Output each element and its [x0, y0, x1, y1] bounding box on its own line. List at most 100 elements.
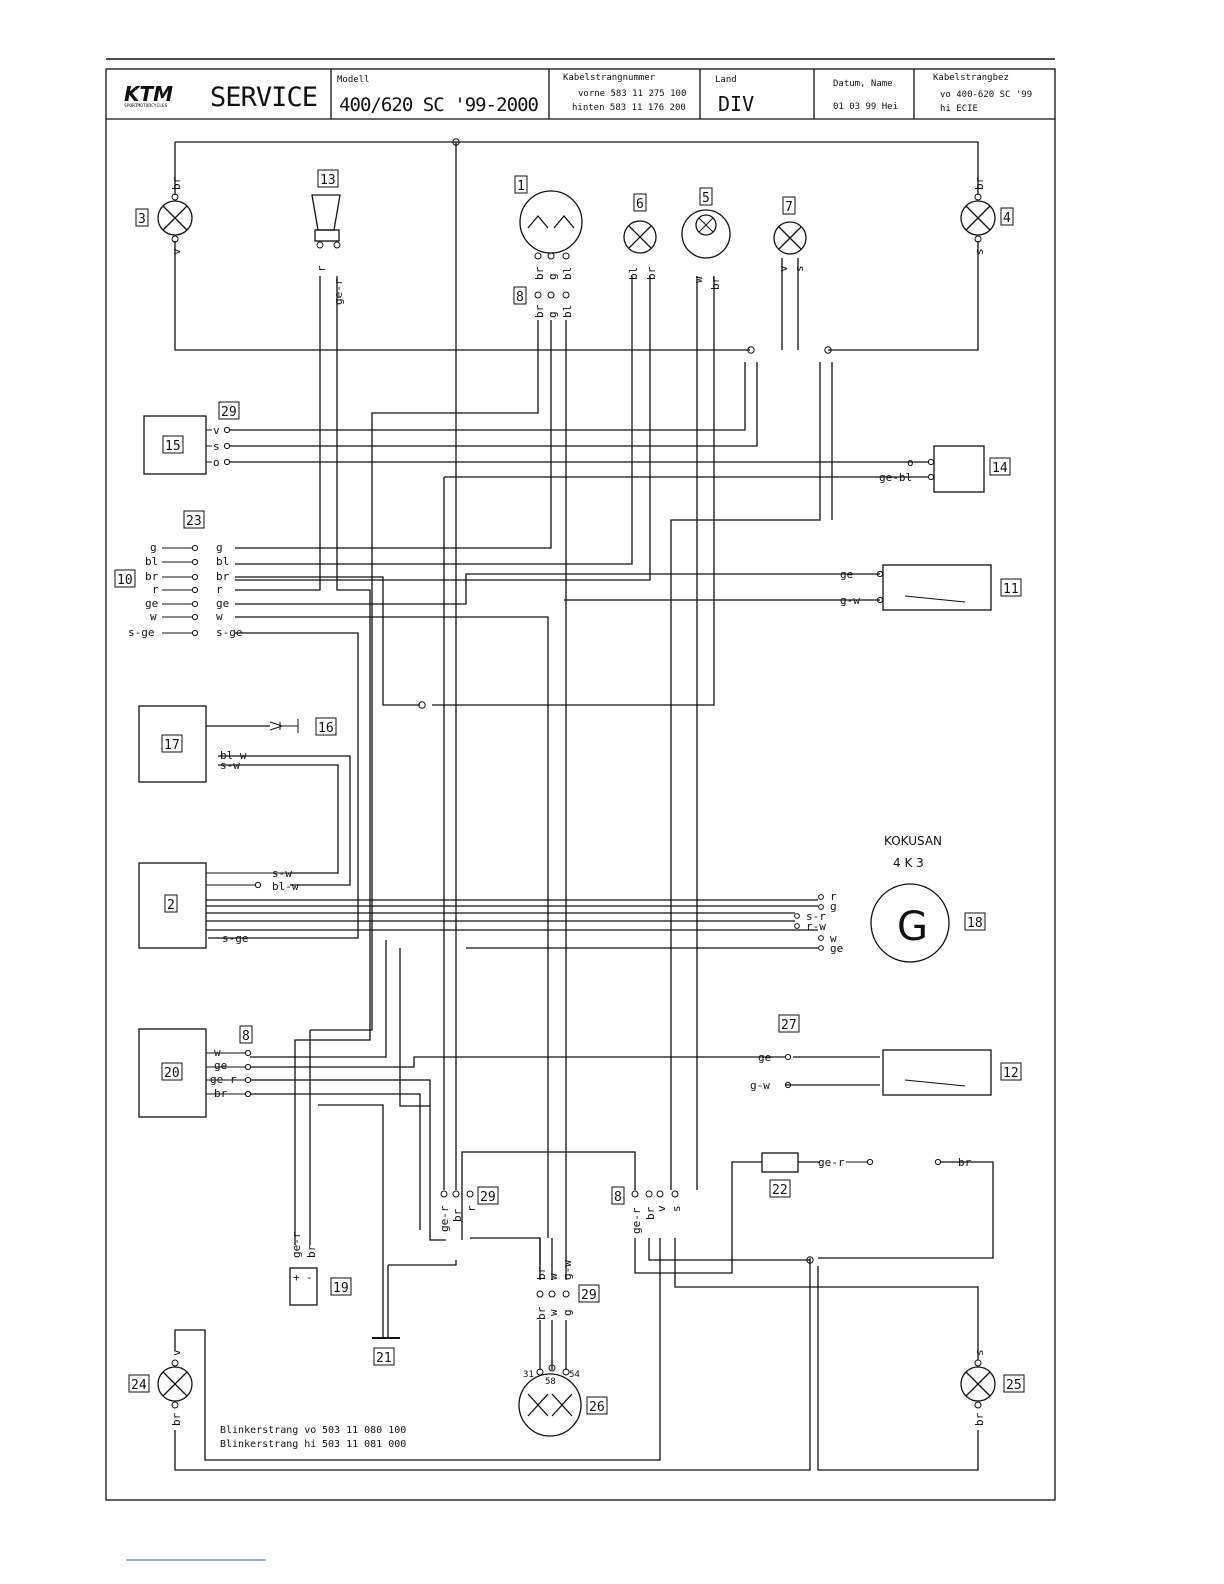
svg-text:br: br: [973, 176, 986, 190]
generator-18: G KOKUSAN 4 K 3 r g s-r r-w w ge: [794, 834, 950, 963]
indicator-24: v br: [157, 1349, 193, 1426]
svg-text:-: -: [306, 1271, 313, 1284]
svg-text:4 K 3: 4 K 3: [893, 856, 924, 870]
fuse-22: ge-r br: [761, 1152, 972, 1173]
svg-text:bl: bl: [216, 555, 229, 568]
svg-text:8: 8: [614, 1190, 622, 1205]
svg-text:w: w: [547, 1273, 560, 1280]
lamp-7: v s: [773, 221, 807, 272]
ktm-logo-sub: SPORTMOTORCYCLES: [124, 103, 168, 109]
svg-text:ge: ge: [214, 1059, 227, 1072]
svg-text:r: r: [315, 265, 328, 272]
svg-text:br: br: [170, 176, 183, 190]
svg-text:29: 29: [480, 1190, 496, 1205]
svg-text:v: v: [777, 265, 790, 272]
svg-text:w: w: [150, 610, 157, 623]
svg-text:Blinkerstrang hi: Blinkerstrang hi: [220, 1439, 316, 1450]
datum-label: Datum, Name: [833, 79, 893, 89]
svg-text:r: r: [465, 1205, 478, 1212]
svg-text:26: 26: [589, 1400, 605, 1415]
svg-text:58: 58: [545, 1377, 556, 1387]
unit-14: o ge-bl: [879, 445, 985, 493]
svg-text:27: 27: [781, 1018, 797, 1033]
svg-text:2: 2: [167, 898, 175, 913]
svg-text:7: 7: [785, 200, 793, 215]
battery-19: + - ge-r br: [289, 1231, 318, 1306]
svg-text:g-w: g-w: [750, 1079, 770, 1092]
svg-text:v: v: [170, 248, 183, 255]
svg-text:ge: ge: [830, 942, 843, 955]
svg-text:br: br: [533, 266, 546, 280]
svg-text:br: br: [709, 276, 722, 290]
svg-text:w: w: [692, 276, 705, 283]
svg-text:v: v: [213, 424, 220, 437]
kabel-hinten: hinten 583 11 176 200: [572, 103, 686, 113]
modell-value: 400/620 SC '99-2000: [339, 94, 539, 116]
svg-text:g-w: g-w: [840, 594, 860, 607]
svg-text:r: r: [216, 583, 223, 596]
svg-text:s: s: [793, 265, 806, 272]
svg-text:31: 31: [523, 1370, 534, 1380]
svg-text:w: w: [830, 932, 837, 945]
svg-text:s: s: [670, 1205, 683, 1212]
svg-text:21: 21: [376, 1351, 392, 1366]
svg-text:g: g: [150, 541, 157, 554]
svg-text:29: 29: [221, 405, 237, 420]
svg-text:ge-r: ge-r: [438, 1205, 451, 1232]
svg-text:17: 17: [164, 738, 180, 753]
datum-value: 01 03 99 Hei: [833, 102, 898, 112]
svg-text:11: 11: [1003, 582, 1019, 597]
svg-text:6: 6: [636, 197, 644, 212]
svg-text:25: 25: [1006, 1378, 1022, 1393]
lamp-6: bl br: [623, 220, 658, 280]
svg-text:s: s: [973, 1349, 986, 1356]
svg-text:br: br: [451, 1208, 464, 1222]
land-label: Land: [715, 75, 737, 85]
svg-text:ge: ge: [758, 1051, 771, 1064]
svg-text:g: g: [546, 273, 559, 280]
svg-text:13: 13: [320, 173, 336, 188]
junctions: [418, 138, 832, 1264]
svg-text:w: w: [216, 610, 223, 623]
svg-text:w: w: [547, 1309, 560, 1316]
headlight-1: br g bl br g bl: [519, 190, 583, 318]
svg-text:54: 54: [569, 1370, 580, 1380]
reference-numbers: 1 3 4 5 6 7 8 13 29 15 14 23 10 11 16 17…: [114, 169, 1025, 1415]
horn-13: r ge-r: [311, 194, 345, 305]
unit-15: v s o: [143, 415, 231, 475]
service-label: SERVICE: [210, 82, 318, 113]
wires: [174, 141, 994, 1471]
sheet-frame: [105, 68, 1056, 1501]
svg-text:24: 24: [131, 1378, 147, 1393]
svg-text:br: br: [535, 1266, 548, 1280]
svg-text:r-w: r-w: [806, 920, 826, 933]
svg-text:ge-bl: ge-bl: [879, 471, 912, 484]
svg-text:bl: bl: [145, 555, 158, 568]
svg-text:10: 10: [117, 573, 133, 588]
svg-text:ge-r: ge-r: [630, 1207, 643, 1234]
svg-text:r: r: [152, 583, 159, 596]
svg-text:1: 1: [517, 179, 525, 194]
svg-text:ge-r: ge-r: [332, 278, 345, 305]
svg-text:v: v: [655, 1205, 668, 1212]
ktm-logo: KTM: [124, 82, 173, 106]
svg-text:g: g: [216, 541, 223, 554]
indicator-25: s br: [960, 1349, 996, 1426]
svg-text:29: 29: [581, 1288, 597, 1303]
kabel-vorne: vorne 583 11 275 100: [578, 89, 686, 99]
kabel-label: Kabelstrangnummer: [563, 73, 656, 83]
svg-text:br: br: [644, 1206, 657, 1220]
svg-text:s-ge: s-ge: [216, 626, 243, 639]
connector-8-bottom: ge-r br v s: [630, 1190, 683, 1234]
svg-text:ge: ge: [840, 568, 853, 581]
svg-text:14: 14: [992, 461, 1008, 476]
svg-text:ge: ge: [145, 597, 158, 610]
svg-text:br: br: [645, 266, 658, 280]
lamp-4: br s: [960, 176, 996, 255]
switch-11: ge g-w: [840, 564, 992, 611]
svg-text:KOKUSAN: KOKUSAN: [884, 834, 942, 848]
svg-text:s-r: s-r: [806, 910, 826, 923]
connector-29-center: br w g-w br w g: [535, 1260, 574, 1320]
svg-text:bl: bl: [627, 267, 640, 280]
